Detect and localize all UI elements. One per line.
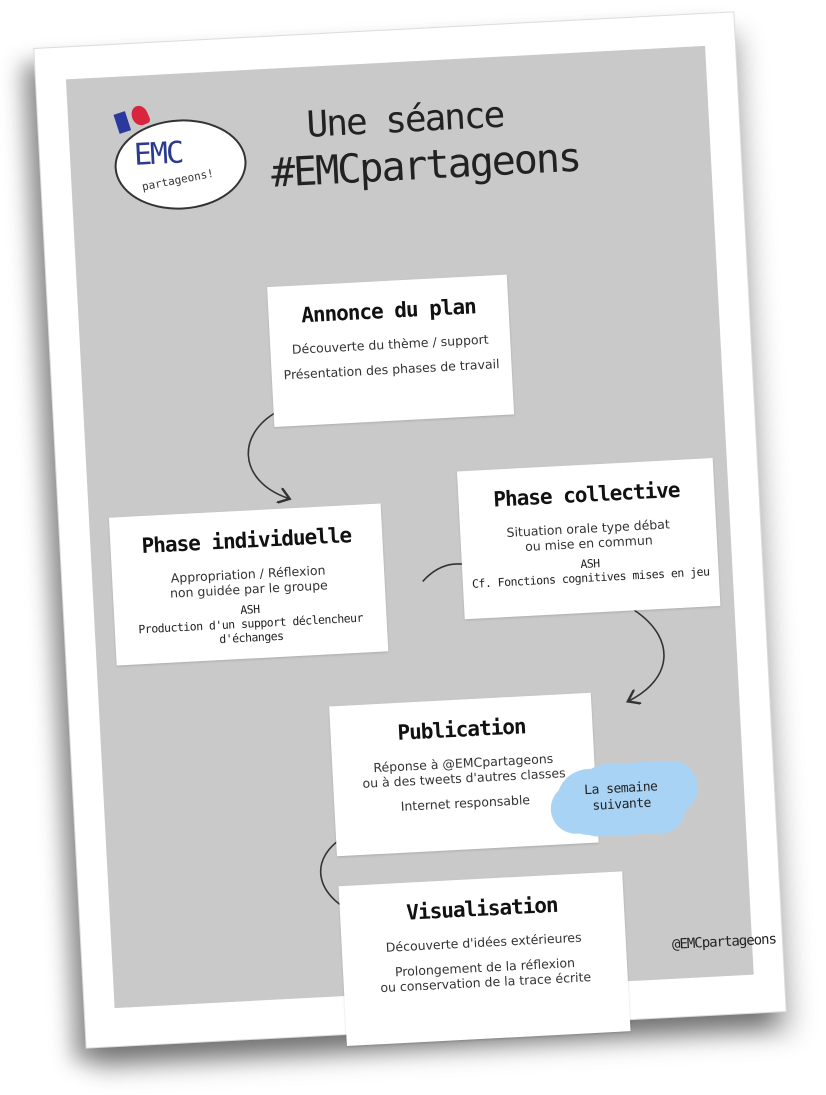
card-annonce-du-plan: Annonce du plan Découverte du thème / su…: [267, 274, 515, 427]
card-title: Annonce du plan: [300, 294, 477, 328]
arrow-annonce-to-individuelle: [247, 407, 288, 500]
card-phase-collective: Phase collective Situation orale type dé…: [457, 458, 721, 620]
poster-sheet: EMC partageons! Une séance #EMCpartageon…: [34, 12, 786, 1048]
card-title: Publication: [396, 714, 527, 745]
card-title: Phase collective: [492, 477, 681, 512]
poster-panel: EMC partageons! Une séance #EMCpartageon…: [65, 45, 776, 1047]
cloud-note: La semaine suivante: [554, 763, 689, 837]
card-title: Visualisation: [405, 892, 559, 925]
arrow-collective-to-publication: [625, 609, 665, 701]
card-publication: Publication Réponse à @EMCpartageons ou …: [329, 692, 599, 857]
cloud-text: La semaine suivante: [556, 778, 687, 817]
card-phase-individuelle: Phase individuelle Appropriation / Réfle…: [108, 503, 389, 666]
card-visualisation: Visualisation Découverte d'idées extérie…: [338, 871, 631, 1047]
card-title: Phase individuelle: [141, 523, 352, 559]
